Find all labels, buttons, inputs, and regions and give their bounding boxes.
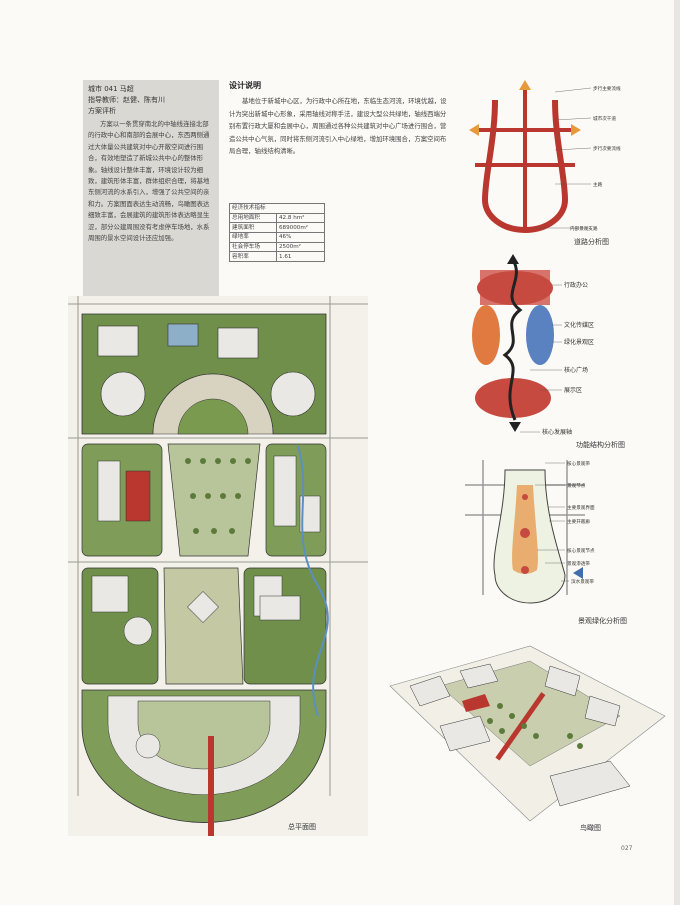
landscape-label-3: 主要景观界面 <box>567 504 595 511</box>
road-analysis-diagram: 步行主要流线 城市次干道 步行次要流线 主路 内部景观支路 <box>469 80 621 233</box>
function-label-2: 文化传媒区 <box>564 321 594 329</box>
aerial-view-caption: 鸟瞰图 <box>580 824 601 832</box>
landscape-greening-caption: 景观绿化分析图 <box>578 617 627 625</box>
function-label-6: 核心发展轴 <box>542 428 572 436</box>
review-body: 方案以一条贯穿南北的中轴线连接北部的行政中心和南部的会展中心，东西两侧通过大体量… <box>88 120 210 243</box>
landscape-label-1: 核心景观带 <box>567 460 590 467</box>
project-intro-box: 城市 041 马超 指导教师：赵健、陈有川 方案评析 方案以一条贯穿南北的中轴线… <box>83 80 219 306</box>
road-label-1: 步行主要流线 <box>593 85 621 92</box>
indicators-header: 经济技术指标 <box>229 203 325 214</box>
landscape-label-2: 景观节点 <box>567 483 586 489</box>
landscape-label-5: 核心景观节点 <box>567 547 595 554</box>
road-label-2: 城市次干道 <box>593 115 616 122</box>
site-plan-caption: 总平面图 <box>288 823 316 831</box>
design-description: 设计说明 基地位于新城中心区，为行政中心所在地，东临生态河流，环境优越，设计为突… <box>229 80 447 158</box>
case-number: 城市 041 马超 <box>88 85 134 93</box>
advisors: 指导教师：赵健、陈有川 <box>88 96 165 104</box>
review-title: 方案评析 <box>88 107 116 115</box>
landscape-greening-diagram: 核心景观带 景观节点 主要景观界面 主要开敞廊 核心景观节点 景观渗透带 滨水景… <box>465 460 595 604</box>
road-label-3: 步行次要流线 <box>593 145 621 152</box>
landscape-label-7: 滨水景观带 <box>571 578 594 585</box>
design-title: 设计说明 <box>229 81 261 90</box>
road-label-4: 主路 <box>593 181 603 188</box>
page-number: 027 <box>621 845 633 852</box>
landscape-label-6: 景观渗透带 <box>567 560 590 567</box>
page-edge <box>674 0 680 905</box>
landscape-label-4: 主要开敞廊 <box>567 518 590 525</box>
function-structure-caption: 功能结构分析图 <box>576 441 625 449</box>
function-structure-diagram: 行政办公 文化传媒区 绿化景观区 核心广场 展示区 核心发展轴 <box>472 254 594 436</box>
site-plan-drawing <box>68 296 368 836</box>
function-label-1: 行政办公 <box>564 281 588 289</box>
road-label-5: 内部景观支路 <box>570 225 598 232</box>
function-label-4: 核心广场 <box>564 366 588 374</box>
aerial-view-drawing <box>389 645 666 822</box>
function-label-5: 展示区 <box>564 387 582 394</box>
function-label-3: 绿化景观区 <box>564 338 594 346</box>
design-body: 基地位于新城中心区，为行政中心所在地，东临生态河流，环境优越，设计为突出新城中心… <box>229 97 447 155</box>
road-analysis-caption: 道路分析图 <box>574 238 609 246</box>
